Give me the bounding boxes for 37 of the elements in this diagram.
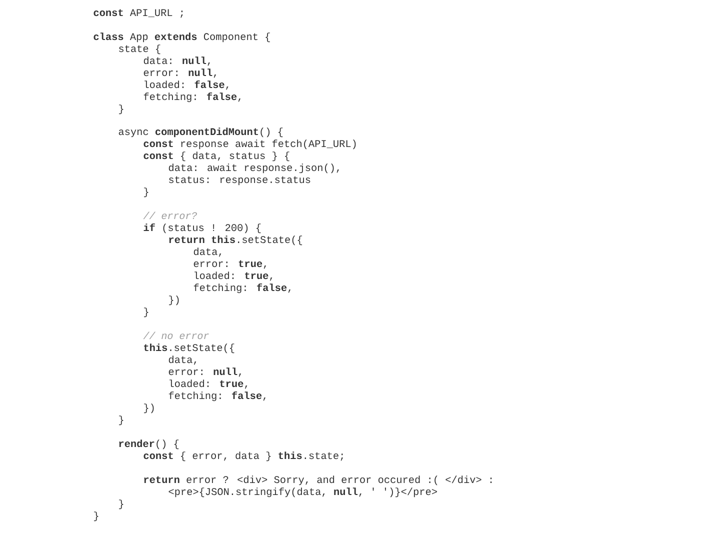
code-line: render() { [119,440,179,450]
code-line: return error ? <div> Sorry, and error occured :( </div> : [144,476,492,486]
code-line: data: await response.json(), [168,164,339,174]
code-line: class App extends Component { [94,32,270,42]
code-line: state { [119,44,160,54]
code-line: this.setState({ [144,344,234,354]
code-line: loaded: false, [144,80,228,90]
code-line: data: null, [144,56,210,66]
code-line: error: true, [194,260,266,269]
code-line: const response await fetch(API_URL) [144,140,356,150]
code-line: async componentDidMount() { [118,128,283,138]
code-line: } [144,188,148,198]
code-line: status: response.status [169,176,310,186]
code-comment: // no error [143,332,209,340]
code-line: const { data, status } { [144,152,290,162]
code-comment: // error? [143,212,197,220]
code-line: error: null, [168,368,242,377]
code-line: <pre>{JSON.stringify(data, null, ' ')}</pre> [168,488,437,498]
code-line: fetching: false, [144,92,240,102]
code-line: data, [194,248,222,257]
code-line: }) [169,296,179,306]
code-line: } [119,104,124,114]
code-line: const { error, data } this.state; [144,452,343,462]
code-line: error: null, [144,68,216,78]
code-line: } [94,512,98,522]
code-line: loaded: true, [170,380,248,389]
code-line: } [144,308,148,318]
code-line: }) [144,404,154,414]
code-line: fetching: false, [194,283,290,294]
code-line: return this.setState({ [169,236,302,246]
code-line: loaded: true, [194,272,272,281]
code-line: } [119,416,124,426]
code-line: data, [168,356,196,365]
code-line: } [119,500,124,510]
code-line: const API_URL ; [94,9,183,18]
code-line: if (status ! 200) { [144,223,261,234]
code-line: fetching: false, [168,391,266,402]
